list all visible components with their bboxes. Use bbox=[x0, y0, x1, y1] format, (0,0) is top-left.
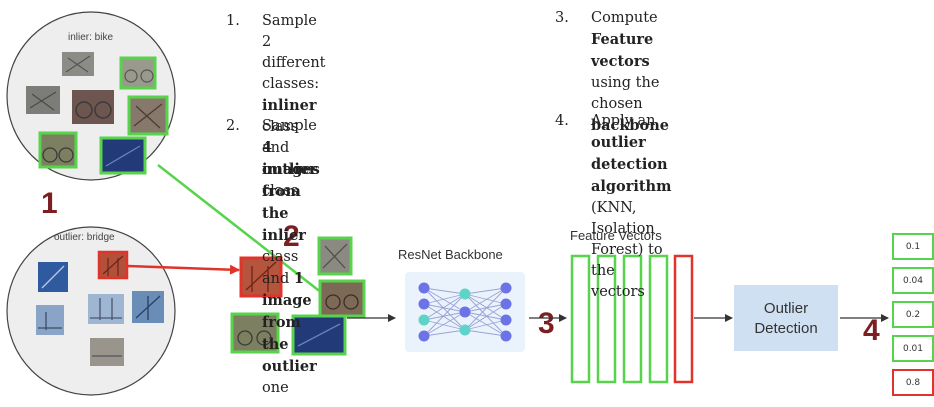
step-text: Sample 2 different classes:inliner class… bbox=[262, 11, 325, 202]
step-emphasis: inliner bbox=[262, 97, 317, 114]
step-emphasis: inlier bbox=[262, 227, 306, 244]
step-line: inliner class and outlier bbox=[262, 97, 317, 178]
neural-network-icon bbox=[405, 272, 525, 352]
step-number-label: 4. bbox=[555, 113, 569, 129]
step-line: Compute Feature vectors using the bbox=[591, 10, 660, 91]
inlier-vector bbox=[622, 254, 643, 384]
bike-image-selected bbox=[119, 56, 157, 90]
feature-vectors-label: Feature Vectors bbox=[570, 228, 662, 243]
step-line: class bbox=[262, 183, 299, 199]
step-emphasis: 1 image bbox=[262, 270, 312, 309]
step-line: inlier class and 1 image bbox=[262, 227, 312, 309]
bridge-image bbox=[36, 305, 64, 335]
step-number-3: 3 bbox=[538, 307, 555, 340]
bridge-image bbox=[88, 294, 124, 324]
step-line: (KNN, Isolation Forest) to the vectors bbox=[591, 200, 663, 300]
step-number-4: 4 bbox=[863, 314, 880, 347]
step-number-label: 1. bbox=[226, 13, 240, 29]
score-box: 0.01 bbox=[892, 335, 934, 362]
step-number-1: 1 bbox=[41, 187, 58, 220]
outlier-detection-box bbox=[734, 285, 838, 351]
inlier-vector bbox=[648, 254, 669, 384]
step-emphasis: from the outlier bbox=[262, 314, 317, 375]
score-box: 0.2 bbox=[892, 301, 934, 328]
step-text: Compute Feature vectors using the chosen … bbox=[591, 8, 669, 137]
step-line: chosen backbone bbox=[591, 96, 669, 134]
step-emphasis: 4 images from the bbox=[262, 139, 320, 222]
step-emphasis: backbone bbox=[591, 117, 669, 134]
step-line: Sample 2 different classes: bbox=[262, 13, 326, 92]
score-box-outlier: 0.8 bbox=[892, 369, 934, 396]
step-emphasis: Feature vectors bbox=[591, 31, 654, 70]
bike-image bbox=[72, 90, 114, 124]
sampled-images bbox=[230, 236, 366, 356]
step-number-2: 2 bbox=[283, 220, 300, 253]
outlier-selection-arrow bbox=[127, 264, 240, 275]
step-number-label: 2. bbox=[226, 118, 240, 134]
outlier-circle-label: outlier: bridge bbox=[54, 232, 115, 243]
outlier-detection-label-1: Outlier bbox=[764, 300, 808, 317]
inlier-selection-arrow bbox=[157, 164, 337, 305]
backbone-label: ResNet Backbone bbox=[398, 247, 503, 262]
step-line: Apply an outlier detection algorithm bbox=[591, 113, 672, 195]
step-number-label: 3. bbox=[555, 10, 569, 26]
step-emphasis: outlier detection algorithm bbox=[591, 134, 672, 195]
step-text: Apply an outlier detection algorithm(KNN… bbox=[591, 111, 671, 303]
bridge-image bbox=[90, 338, 124, 366]
step-emphasis: outlier bbox=[262, 161, 317, 178]
feature-vectors bbox=[570, 254, 694, 384]
outlier-circle: outlier: bridge bbox=[6, 226, 176, 396]
inlier-vector bbox=[570, 254, 591, 384]
inlier-circle: inlier: bike bbox=[6, 11, 176, 181]
score-box: 0.1 bbox=[892, 233, 934, 260]
sampled-inlier-image bbox=[291, 314, 347, 356]
inlier-vector bbox=[596, 254, 617, 384]
step-line: from the outlier one bbox=[262, 314, 317, 396]
step-line: Sample 4 images from the bbox=[262, 118, 320, 222]
outlier-vector bbox=[673, 254, 694, 384]
outlier-detection-label-2: Detection bbox=[754, 320, 817, 337]
score-box: 0.04 bbox=[892, 267, 934, 294]
inlier-circle-label: inlier: bike bbox=[68, 32, 113, 43]
